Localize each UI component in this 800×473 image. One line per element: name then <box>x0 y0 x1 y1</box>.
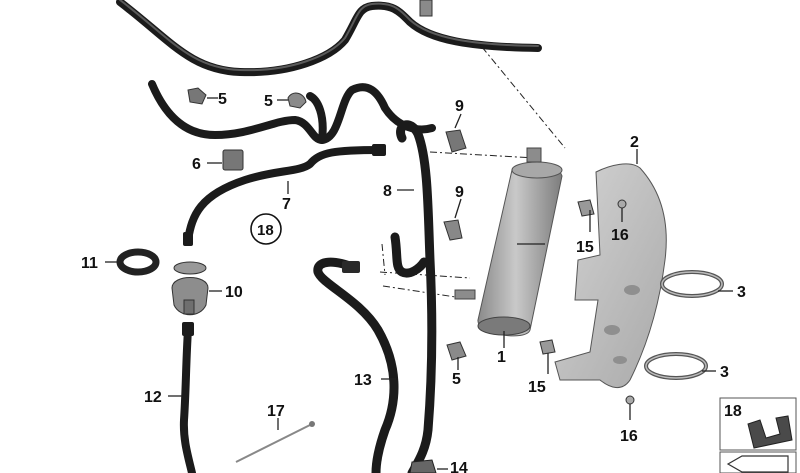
callout-5-middle: 5 <box>264 93 273 110</box>
callout-7: 7 <box>282 196 291 213</box>
leader-lines <box>105 97 733 470</box>
small-parts <box>116 0 635 473</box>
callout-16-upper: 16 <box>611 227 629 244</box>
callout-3-lower: 3 <box>720 364 729 381</box>
callout-1: 1 <box>497 349 506 366</box>
callout-6: 6 <box>192 156 201 173</box>
callout-14: 14 <box>450 460 468 473</box>
activated-carbon-canister <box>454 147 563 337</box>
callout-12: 12 <box>144 389 162 406</box>
canister-bracket <box>554 163 667 388</box>
callout-16-lower: 16 <box>620 428 638 445</box>
callout-15-upper: 15 <box>576 239 594 256</box>
callout-5-left: 5 <box>218 91 227 108</box>
callout-2: 2 <box>630 134 639 151</box>
callout-15-lower: 15 <box>528 379 546 396</box>
callout-5-lower: 5 <box>452 371 461 388</box>
callout-9-upper: 9 <box>455 98 464 115</box>
hose-8 <box>390 120 437 473</box>
legend-panel: 18 <box>719 397 797 473</box>
hose-12 <box>179 322 196 473</box>
callout-9-lower: 9 <box>455 184 464 201</box>
upper-vent-hose <box>116 0 542 77</box>
callout-labels: 1 2 3 3 5 5 5 6 7 8 9 9 10 11 12 13 14 1… <box>81 91 746 473</box>
hose-7 <box>183 144 386 246</box>
legend-label-18: 18 <box>724 403 742 420</box>
callout-10: 10 <box>225 284 243 301</box>
callout-8: 8 <box>383 183 392 200</box>
callout-13: 13 <box>354 372 372 389</box>
clamp-rings <box>644 270 724 380</box>
callout-18: 18 <box>257 222 274 239</box>
hose-13 <box>313 257 399 473</box>
callout-11: 11 <box>81 255 98 272</box>
callout-18-circle <box>250 213 282 245</box>
middle-vent-hose <box>148 80 436 144</box>
callout-3-upper: 3 <box>737 284 746 301</box>
callout-17: 17 <box>267 403 285 420</box>
